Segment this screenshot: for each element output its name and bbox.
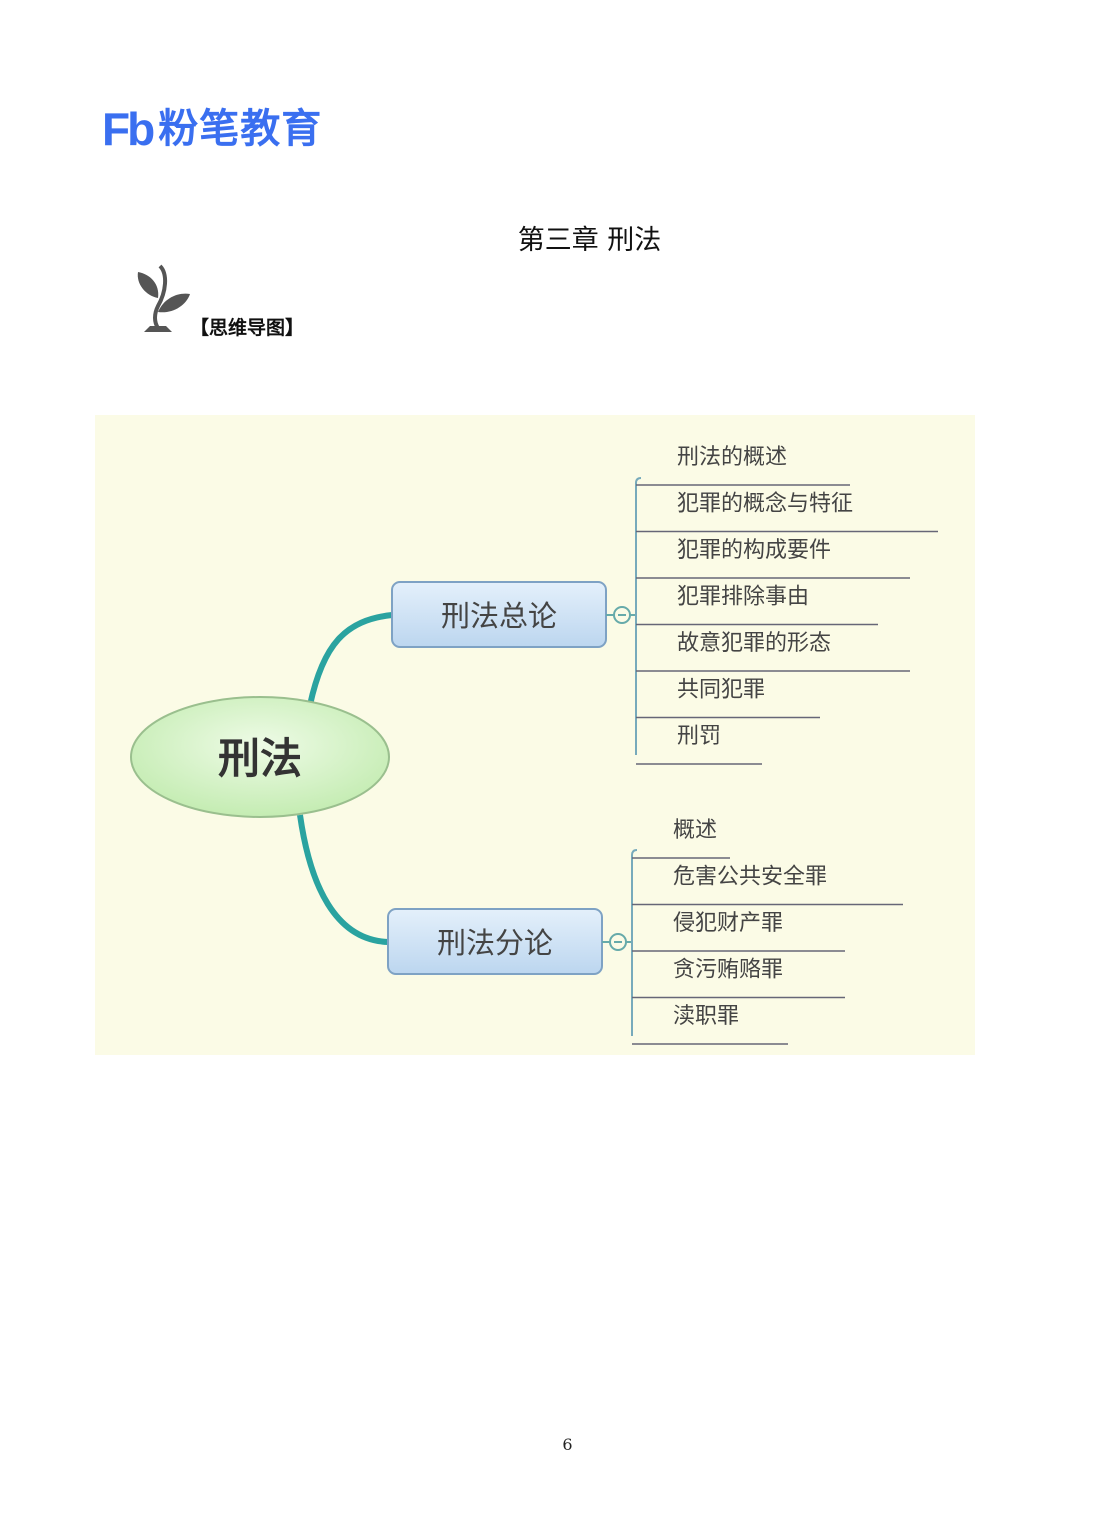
logo-mark: Fb <box>102 103 155 155</box>
chapter-title: 第三章 刑法 <box>517 225 662 256</box>
mindmap-leaf-label[interactable]: 犯罪排除事由 <box>677 585 809 610</box>
root-node[interactable] <box>130 696 390 818</box>
mindmap-leaf-label[interactable]: 侵犯财产罪 <box>673 911 783 936</box>
mindmap-leaf-label[interactable]: 故意犯罪的形态 <box>677 631 831 656</box>
mindmap-leaf-label[interactable]: 共同犯罪 <box>677 678 765 703</box>
branch-connector <box>307 612 393 706</box>
mindmap-leaf-label[interactable]: 危害公共安全罪 <box>673 865 827 890</box>
mindmap-leaf-label[interactable]: 渎职罪 <box>673 1004 739 1029</box>
mindmap-leaf-label[interactable]: 概述 <box>673 818 717 843</box>
mindmap-leaf-label[interactable]: 犯罪的构成要件 <box>677 538 831 563</box>
mindmap-leaf-label[interactable]: 刑罚 <box>677 724 721 749</box>
mind-map: 刑法 刑法总论 刑法的概述犯罪的概念与特征犯罪的构成要件犯罪排除事由故意犯罪的形… <box>95 415 975 1055</box>
mindmap-leaf-label[interactable]: 刑法的概述 <box>677 445 787 470</box>
mindmap-leaf-label[interactable]: 犯罪的概念与特征 <box>677 492 853 517</box>
section-label: 【思维导图】 <box>190 317 305 339</box>
logo-text: 粉笔教育 <box>158 106 323 152</box>
root-label: 刑法 <box>218 734 302 783</box>
branch-connector <box>297 814 389 945</box>
brand-logo: Fb 粉笔教育 <box>102 106 322 152</box>
branch-label: 刑法分论 <box>437 926 553 960</box>
branch-label: 刑法总论 <box>441 599 557 633</box>
page-number: 6 <box>562 1435 573 1454</box>
mindmap-leaf-label[interactable]: 贪污贿赂罪 <box>673 958 783 983</box>
sprout-icon <box>137 264 190 332</box>
